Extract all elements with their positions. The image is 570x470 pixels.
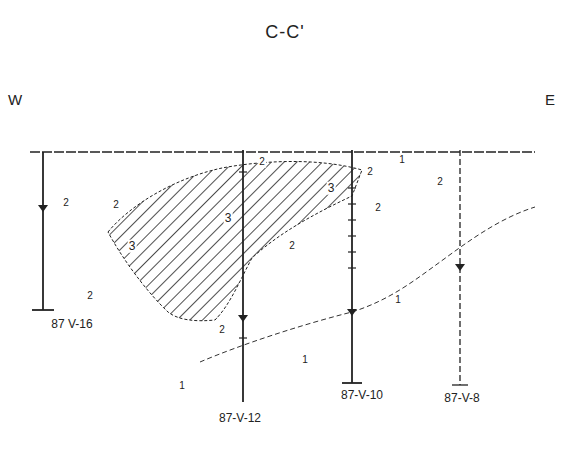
zone-number: 2 (258, 157, 266, 168)
direction-label: W (7, 92, 23, 108)
wells (32, 150, 468, 402)
zone-number: 2 (112, 200, 120, 211)
zone-number: 2 (62, 198, 70, 209)
zone-number: 1 (398, 155, 406, 166)
zone-number: 2 (288, 241, 296, 252)
zone-number: 3 (224, 212, 233, 225)
zone-number: 2 (218, 325, 226, 336)
zone-number: 2 (436, 177, 444, 188)
zone-number: 1 (394, 295, 402, 306)
well-label: 87 V-16 (50, 318, 93, 331)
zone-number: 3 (327, 182, 336, 195)
zone-number: 1 (178, 381, 186, 392)
section-title: C-C' (264, 23, 305, 42)
zone-number: 2 (366, 167, 374, 178)
well-label: 87-V-12 (218, 412, 262, 425)
zone-number: 2 (86, 291, 94, 302)
hatched-zone (108, 162, 362, 321)
well-label: 87-V-8 (443, 392, 480, 405)
well-ticks (239, 172, 356, 338)
direction-label: E (544, 92, 556, 108)
zone-number: 3 (128, 240, 137, 253)
zone-number: 1 (301, 355, 309, 366)
zone-number: 2 (374, 203, 382, 214)
ground-surface (30, 151, 535, 152)
contact-marks (38, 205, 465, 322)
well-label: 87-V-10 (340, 389, 384, 402)
contact-line (200, 207, 535, 362)
